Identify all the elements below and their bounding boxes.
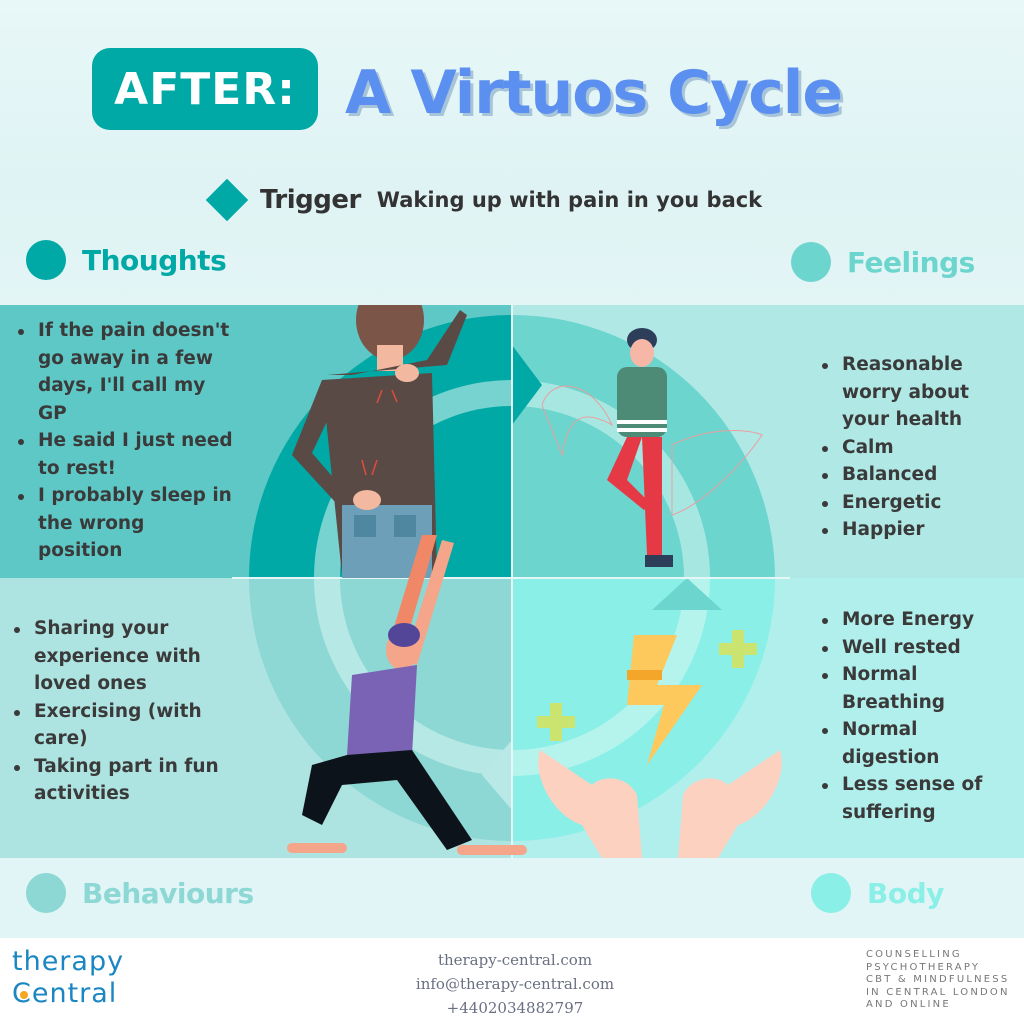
list-item: Calm: [818, 434, 1018, 462]
thoughts-heading: Thoughts: [26, 238, 227, 282]
therapy-central-logo[interactable]: therapy Central: [12, 946, 124, 1010]
phone-number[interactable]: +4402034882797: [446, 999, 584, 1017]
behaviours-list: Sharing your experience with loved ones …: [10, 615, 230, 808]
email-link[interactable]: info@therapy-central.com: [415, 975, 615, 993]
feelings-dot-icon: [791, 242, 831, 282]
tree-pose-man-illustration: [541, 328, 763, 567]
list-item: If the pain doesn't go away in a few day…: [14, 317, 234, 427]
cycle-illustration: [232, 305, 790, 858]
body-dot-icon: [811, 873, 851, 913]
footer: therapy Central therapy-central.com info…: [0, 938, 1024, 1024]
page-title: A Virtuos Cycle: [345, 58, 843, 128]
list-item: Balanced: [818, 461, 1018, 489]
tagline-line: CBT & MINDFULNESS: [866, 974, 1010, 985]
list-item: Happier: [818, 516, 1018, 544]
thoughts-title: Thoughts: [82, 243, 227, 277]
list-item: I probably sleep in the wrong position: [14, 482, 234, 565]
logo-dot-icon: [20, 991, 28, 999]
feelings-list: Reasonable worry about your health Calm …: [818, 351, 1018, 544]
behaviours-dot-icon: [26, 873, 66, 913]
tagline-line: PSYCHOTHERAPY: [866, 961, 981, 973]
list-item: More Energy: [818, 606, 1018, 634]
feelings-heading: Feelings: [791, 240, 975, 284]
list-item: Energetic: [818, 489, 1018, 517]
list-item: Well rested: [818, 634, 1018, 662]
logo-line2: Central: [12, 978, 118, 1009]
tagline-line: COUNSELLING: [866, 949, 962, 960]
behaviours-heading: Behaviours: [26, 871, 254, 915]
thoughts-dot-icon: [26, 240, 66, 280]
list-item: Sharing your experience with loved ones: [10, 615, 230, 698]
after-badge: AFTER:: [92, 48, 318, 130]
tagline-line: AND ONLINE: [866, 999, 951, 1010]
diamond-icon: [205, 178, 249, 222]
website-link[interactable]: therapy-central.com: [437, 951, 593, 969]
behaviours-title: Behaviours: [82, 876, 254, 910]
list-item: Exercising (with care): [10, 698, 230, 753]
list-item: Normal Breathing: [818, 661, 1018, 716]
feelings-title: Feelings: [847, 245, 975, 279]
list-item: He said I just need to rest!: [14, 427, 234, 482]
list-item: Reasonable worry about your health: [818, 351, 1018, 434]
man-back-pain-illustration: [292, 305, 467, 578]
energy-hands-illustration: [537, 630, 782, 858]
thoughts-list: If the pain doesn't go away in a few day…: [14, 317, 234, 565]
list-item: Less sense of suffering: [818, 771, 1018, 826]
contact-info: therapy-central.com info@therapy-central…: [380, 948, 650, 1020]
body-heading: Body: [811, 871, 944, 915]
body-title: Body: [867, 876, 944, 910]
tagline: COUNSELLING PSYCHOTHERAPY CBT & MINDFULN…: [866, 949, 1010, 1012]
bottom-heading-band: [0, 858, 1024, 938]
trigger-label: Trigger: [260, 185, 361, 215]
trigger-row: Trigger Waking up with pain in you back: [205, 178, 763, 222]
lunge-pose-illustration: [287, 535, 527, 855]
logo-line1: therapy: [12, 946, 125, 977]
list-item: Normal digestion: [818, 716, 1018, 771]
body-list: More Energy Well rested Normal Breathing…: [818, 606, 1018, 826]
trigger-text: Waking up with pain in you back: [376, 188, 763, 212]
list-item: Taking part in fun activities: [10, 753, 230, 808]
logo-line2-wrap: Central: [12, 978, 117, 1010]
tagline-line: IN CENTRAL LONDON: [866, 986, 1010, 998]
